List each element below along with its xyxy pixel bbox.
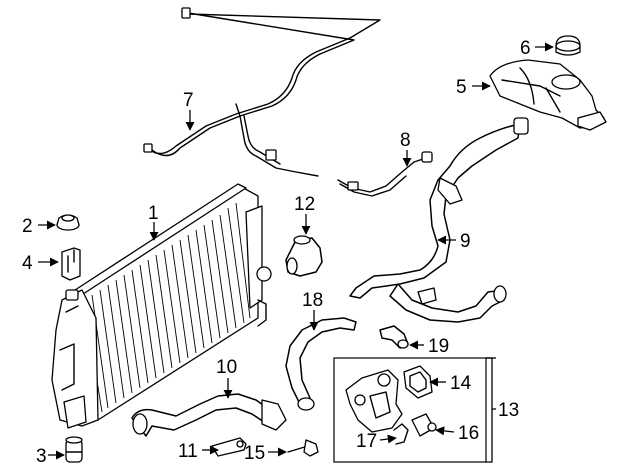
callout-15: 15 xyxy=(244,443,265,464)
coolant-reservoir xyxy=(489,59,607,131)
bolt xyxy=(287,439,319,457)
overflow-hose-assembly xyxy=(143,7,381,177)
radiator xyxy=(51,183,272,429)
group-bracket-13 xyxy=(486,357,496,463)
callout-9: 9 xyxy=(460,231,471,252)
callout-14: 14 xyxy=(450,373,472,394)
lower-radiator-hose xyxy=(131,393,287,437)
thermostat-housing-group xyxy=(333,357,487,463)
callout-11: 11 xyxy=(178,441,198,462)
callout-10: 10 xyxy=(216,357,237,378)
callout-13: 13 xyxy=(498,400,519,421)
callout-17: 17 xyxy=(356,431,377,452)
callout-18: 18 xyxy=(302,290,323,311)
callout-12: 12 xyxy=(294,194,315,215)
small-hose xyxy=(379,325,409,349)
callout-1: 1 xyxy=(148,203,159,224)
grommet-upper xyxy=(56,214,80,231)
insulator-lower xyxy=(65,436,83,463)
callout-5: 5 xyxy=(456,77,467,98)
reservoir-cap xyxy=(555,35,581,56)
sensor-harness xyxy=(337,151,433,197)
bypass-hose xyxy=(285,317,357,411)
callout-7: 7 xyxy=(183,90,194,111)
upper-radiator-hose xyxy=(349,117,529,323)
thermostat-outlet-hose xyxy=(285,235,323,277)
callout-4: 4 xyxy=(22,253,33,274)
callout-labels: 1 2 3 4 5 6 7 8 9 10 11 12 13 14 15 16 1… xyxy=(22,38,531,467)
hose-bracket xyxy=(211,437,247,457)
callout-8: 8 xyxy=(400,130,411,151)
callout-19: 19 xyxy=(428,336,449,357)
callout-2: 2 xyxy=(22,216,33,237)
callout-3: 3 xyxy=(36,446,47,467)
leader-lines xyxy=(38,42,554,460)
mount-bracket xyxy=(61,247,81,281)
callout-16: 16 xyxy=(458,423,479,444)
callout-6: 6 xyxy=(520,38,531,59)
